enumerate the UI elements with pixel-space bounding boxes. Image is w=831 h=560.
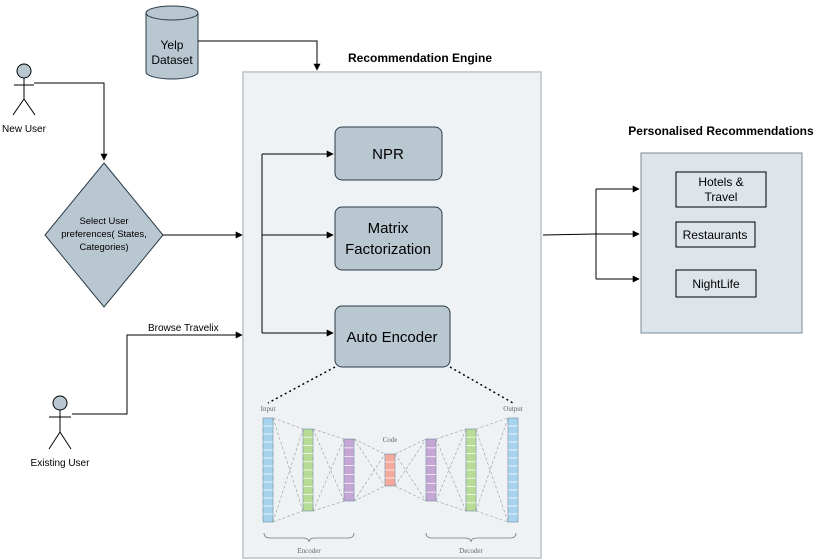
nightlife-box[interactable]: NightLife xyxy=(675,269,757,298)
decision-line2: preferences( States, xyxy=(61,229,147,240)
mf-label-line2: Factorization xyxy=(345,241,431,258)
hotels-label-line1: Hotels & xyxy=(698,175,743,189)
ae-connection-line xyxy=(394,485,427,502)
autoencoder-architecture-diagram: Input Output Code Encoder Decoder xyxy=(261,405,523,555)
ae-connection-line xyxy=(394,438,427,455)
ae-code-layer xyxy=(384,453,396,487)
nightlife-label: NightLife xyxy=(692,277,740,291)
dataset-label-line2: Dataset xyxy=(151,53,193,67)
ae-connection-line xyxy=(475,510,509,523)
ae-input-layer xyxy=(262,417,274,523)
actor-head-icon xyxy=(52,395,68,411)
mf-label-line1: Matrix xyxy=(368,220,409,237)
npr-label: NPR xyxy=(372,146,404,163)
auto-encoder-label: Auto Encoder xyxy=(347,329,438,346)
ae-connection-line xyxy=(272,417,304,512)
ae-connection-line xyxy=(475,417,509,430)
hotels-travel-box[interactable]: Hotels & Travel xyxy=(675,171,767,208)
ae-connection-line xyxy=(312,428,345,440)
ae-output-label: Output xyxy=(503,405,523,413)
ae-connection-line xyxy=(272,417,304,430)
ae-connection-line xyxy=(394,438,427,487)
ae-connection-line xyxy=(312,428,345,502)
ae-connection-line xyxy=(435,500,467,512)
existing-user-to-engine-arrow xyxy=(72,331,243,415)
ae-connection-line xyxy=(312,500,345,512)
ae-code-label: Code xyxy=(383,436,398,444)
ae-connection-line xyxy=(435,438,467,512)
ae-output-layer xyxy=(507,417,519,523)
ae-connection-line xyxy=(272,428,304,523)
ae-connection-line xyxy=(475,428,509,523)
encoder-brace xyxy=(263,532,355,543)
new-user-actor[interactable] xyxy=(12,63,36,116)
ae-encoder-layer-1 xyxy=(302,428,314,512)
ae-encoder-layer-2 xyxy=(343,438,355,502)
ae-connection-line xyxy=(272,510,304,523)
ae-decoder-layer-2 xyxy=(465,428,477,512)
matrix-factorization-box[interactable]: Matrix Factorization xyxy=(334,206,443,271)
restaurants-label: Restaurants xyxy=(683,228,748,242)
select-preferences-decision[interactable]: Select User preferences( States, Categor… xyxy=(44,162,164,308)
decoder-brace xyxy=(425,532,517,543)
actor-head-icon xyxy=(16,63,32,79)
personalised-recommendations-title: Personalised Recommendations xyxy=(628,124,814,138)
ae-connection-line xyxy=(312,438,345,512)
new-user-to-decision-arrow xyxy=(34,82,108,161)
ae-connection-line xyxy=(353,485,386,502)
decision-line1: Select User xyxy=(79,216,128,227)
ae-connection-line xyxy=(353,453,386,502)
decision-line3: Categories) xyxy=(79,242,128,253)
dataset-label-line1: Yelp xyxy=(161,38,184,52)
ae-connection-line xyxy=(435,428,467,502)
existing-user-actor[interactable] xyxy=(48,395,72,450)
zoom-line-right xyxy=(449,366,514,404)
ae-connection-line xyxy=(475,417,509,512)
ae-decoder-layer-1 xyxy=(425,438,437,502)
recommendation-engine-title: Recommendation Engine xyxy=(348,51,492,65)
ae-connection-line xyxy=(435,428,467,440)
hotels-label-line2: Travel xyxy=(705,190,738,204)
auto-encoder-box[interactable]: Auto Encoder xyxy=(334,305,451,368)
ae-connection-line xyxy=(353,438,386,487)
restaurants-box[interactable]: Restaurants xyxy=(675,221,756,248)
ae-connection-line xyxy=(394,453,427,502)
ae-decoder-label: Decoder xyxy=(459,547,483,555)
new-user-label: New User xyxy=(2,124,47,135)
yelp-dataset-cylinder[interactable]: Yelp Dataset xyxy=(145,5,199,80)
ae-input-label: Input xyxy=(261,405,276,413)
ae-connection-line xyxy=(353,438,386,455)
npr-box[interactable]: NPR xyxy=(334,126,443,181)
browse-travelix-label: Browse Travelix xyxy=(148,323,219,334)
dataset-to-engine-arrow xyxy=(198,40,321,71)
existing-user-label: Existing User xyxy=(31,458,91,469)
ae-encoder-label: Encoder xyxy=(297,547,321,555)
engine-to-output-line xyxy=(542,233,597,236)
